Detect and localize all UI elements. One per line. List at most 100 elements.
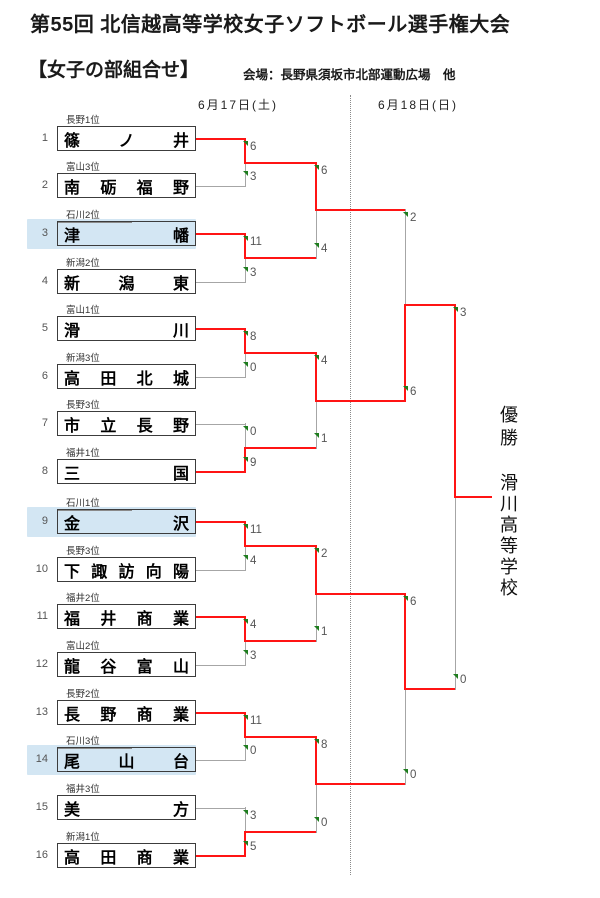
score-label: 0 <box>452 673 467 686</box>
team-name-box: 下諏訪向陽 <box>57 557 196 582</box>
bracket-line-winner <box>316 209 405 212</box>
score-label: 6 <box>313 164 328 177</box>
team-number: 9 <box>41 515 48 527</box>
team-name-box: 新潟東 <box>57 269 196 294</box>
score-label: 4 <box>313 243 328 255</box>
bracket-line-loser <box>404 209 406 307</box>
bracket-line-winner <box>196 855 245 857</box>
team-number: 10 <box>35 563 48 575</box>
bracket-line-winner <box>245 161 316 164</box>
bracket-line-winner <box>316 783 405 786</box>
bracket-line-loser <box>315 209 317 259</box>
team-number: 8 <box>41 465 48 477</box>
bracket-line-loser <box>244 807 246 833</box>
date-header-day2: 6月18日(日) <box>377 98 458 112</box>
bracket-line-winner <box>315 735 317 786</box>
team-name-box: 龍谷富山 <box>57 652 196 677</box>
bracket-line-winner <box>196 616 245 618</box>
bracket-line-winner <box>404 592 406 690</box>
team-number: 14 <box>35 753 48 765</box>
bracket-line-loser <box>196 376 245 378</box>
team-name-box: 津幡 <box>57 221 196 246</box>
team-name-box: 福井商業 <box>57 604 196 629</box>
score-label: 5 <box>242 841 257 853</box>
score-label: 2 <box>313 548 328 560</box>
team-name-box: 三国 <box>57 459 196 484</box>
bracket-line-loser <box>196 185 245 187</box>
bracket-line-winner <box>315 161 317 212</box>
score-label: 4 <box>242 619 257 631</box>
bracket-line-winner <box>196 521 245 523</box>
team-number: 11 <box>36 610 48 622</box>
score-label: 0 <box>313 817 328 829</box>
score-label: 4 <box>313 355 328 367</box>
team-name-box: 篠ノ井 <box>57 126 196 151</box>
team-number: 7 <box>41 417 48 429</box>
bracket-line-winner <box>316 399 405 402</box>
bracket-line-winner <box>244 328 246 354</box>
bracket-line-loser <box>196 664 245 666</box>
team-number: 6 <box>41 370 48 382</box>
score-label: 11 <box>243 715 262 727</box>
bracket-line-loser <box>196 759 245 761</box>
score-label: 0 <box>242 362 257 374</box>
score-label: 6 <box>402 385 417 398</box>
team-number: 2 <box>41 179 48 191</box>
team-name-box: 美方 <box>57 795 196 820</box>
team-name-box: 市立長野 <box>57 411 196 436</box>
team-seed-label: 石川3位 <box>58 733 132 749</box>
bracket-line-winner <box>315 352 317 402</box>
score-label: 2 <box>402 212 417 225</box>
bracket-line-winner <box>454 304 456 499</box>
score-label: 1 <box>313 433 328 445</box>
bracket-line-winner <box>315 545 317 595</box>
bracket-line-winner <box>245 447 316 449</box>
team-highlight-band <box>27 745 196 775</box>
team-number: 4 <box>41 275 48 287</box>
score-label: 0 <box>242 426 257 438</box>
score-label: 4 <box>242 555 257 567</box>
bracket-line-winner <box>245 735 316 738</box>
score-label: 3 <box>452 307 467 320</box>
team-name-box: 南砺福野 <box>57 173 196 198</box>
score-label: 8 <box>313 738 328 751</box>
team-name-box: 高田商業 <box>57 843 196 868</box>
team-name-box: 長野商業 <box>57 700 196 725</box>
bracket-line-loser <box>244 423 246 449</box>
team-name-box: 尾山台 <box>57 747 196 772</box>
team-highlight-band <box>27 507 196 537</box>
bracket-line-loser <box>454 496 456 690</box>
score-label: 11 <box>243 524 262 536</box>
bracket-line-loser <box>315 399 317 449</box>
bracket-line-winner <box>316 592 405 595</box>
team-number: 12 <box>35 658 48 670</box>
champion-block: 優勝滑川高等学校 <box>494 405 520 599</box>
bracket-line-loser <box>196 807 245 809</box>
score-label: 9 <box>242 457 257 469</box>
bracket-line-winner <box>244 138 246 164</box>
page-title: 第55回 北信越高等学校女子ソフトボール選手権大会 <box>30 14 511 36</box>
score-label: 0 <box>242 745 257 757</box>
score-label: 3 <box>242 810 257 822</box>
bracket-line-winner <box>245 545 316 547</box>
score-label: 3 <box>242 171 257 183</box>
day-divider-line <box>350 95 351 875</box>
team-number: 3 <box>41 227 48 239</box>
score-label: 0 <box>402 769 417 782</box>
bracket-line-winner <box>245 352 316 354</box>
score-label: 6 <box>242 141 257 153</box>
bracket-line-winner <box>244 616 246 642</box>
bracket-line-winner <box>245 831 316 833</box>
score-label: 1 <box>313 626 328 638</box>
bracket-line-winner <box>405 687 455 690</box>
venue-text: 会場：長野県須坂市北部運動広場 他 <box>243 68 456 82</box>
bracket-line-winner <box>404 304 406 402</box>
bracket-line-winner <box>405 304 455 307</box>
team-number: 15 <box>35 801 48 813</box>
team-highlight-band <box>27 219 196 249</box>
team-name-box: 滑川 <box>57 316 196 341</box>
team-number: 13 <box>35 706 48 718</box>
score-label: 8 <box>242 331 257 343</box>
bracket-line-loser <box>404 687 406 786</box>
